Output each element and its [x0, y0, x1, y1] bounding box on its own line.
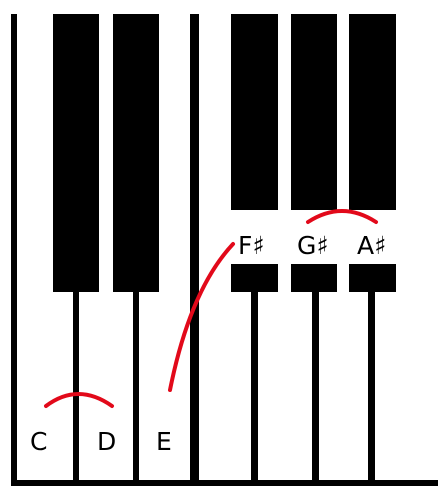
label-d: D: [97, 427, 116, 456]
label-f-sharp: F♯: [238, 231, 264, 260]
label-g-sharp: G♯: [297, 231, 328, 260]
black-key-g-sharp-lower: [291, 264, 337, 292]
key-separator-g-a: [312, 290, 319, 486]
label-e: E: [156, 427, 172, 456]
bottom-frame-line: [11, 480, 438, 486]
key-separator-e-f: [190, 14, 199, 486]
black-key-c-sharp: [53, 14, 99, 292]
black-key-f-sharp-lower: [231, 264, 278, 292]
arc-c-to-d: [44, 392, 114, 408]
key-separator-c-d: [73, 290, 79, 486]
label-c: C: [30, 427, 47, 456]
black-key-d-sharp: [113, 14, 159, 292]
black-key-a-sharp-lower: [349, 264, 396, 292]
arc-g-sharp-to-a-sharp: [306, 209, 378, 224]
label-a-sharp: A♯: [357, 231, 386, 260]
left-frame-line: [11, 14, 17, 486]
black-key-a-sharp-upper: [349, 14, 396, 210]
key-separator-f-g: [251, 290, 258, 486]
key-separator-d-e: [133, 290, 139, 486]
black-key-f-sharp-upper: [231, 14, 278, 210]
key-separator-a-b: [368, 290, 375, 486]
black-key-g-sharp-upper: [291, 14, 337, 210]
arc-e-to-f-sharp: [168, 242, 235, 392]
